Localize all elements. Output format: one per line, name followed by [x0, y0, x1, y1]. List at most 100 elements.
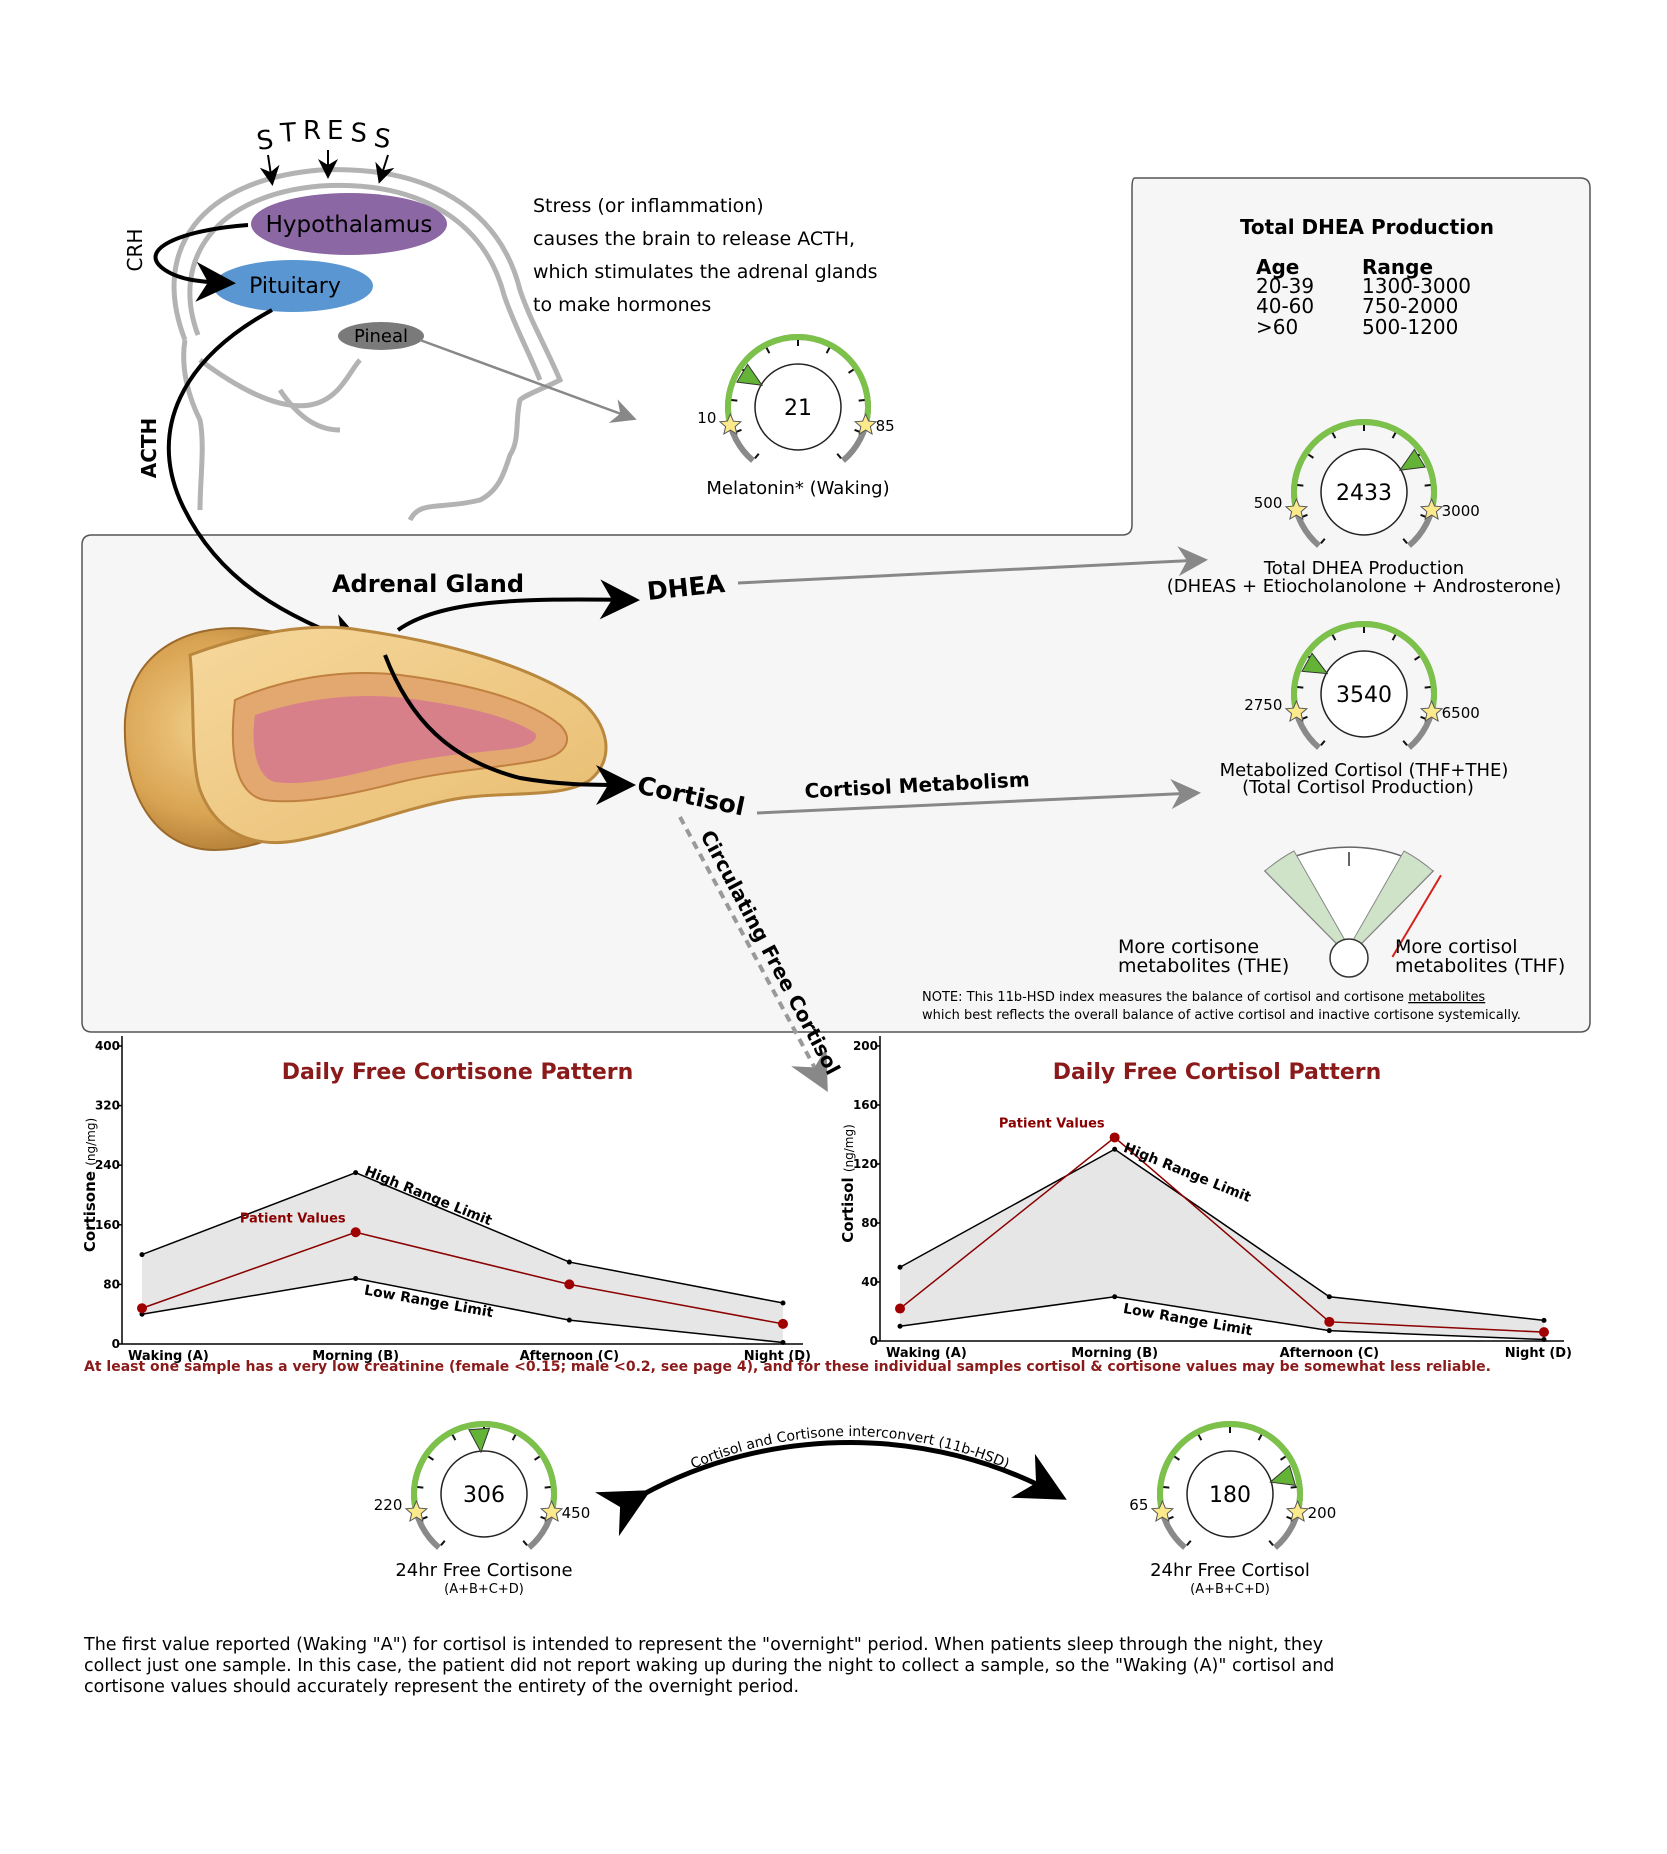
gauge-high-limit: 450	[562, 1504, 591, 1522]
patient-values-label: Patient Values	[999, 1116, 1105, 1131]
footer-line: collect just one sample. In this case, t…	[84, 1656, 1334, 1676]
high-range-point	[353, 1170, 359, 1176]
high-range-line	[141, 1171, 784, 1304]
dhea-gauge-sublabel: (DHEAS + Etiocholanolone + Androsterone)	[1167, 576, 1562, 597]
gauge-tick	[534, 1455, 541, 1461]
gauge-tick	[1402, 538, 1408, 544]
dhea-to-gauge-arrow	[737, 546, 1208, 585]
y-tick-label: 160	[95, 1218, 120, 1232]
chart-title: Daily Free Cortisone Pattern	[282, 1060, 634, 1085]
y-axis-label: Cortisol (ng/mg)	[839, 1124, 857, 1243]
gauge-tick	[451, 1434, 457, 1441]
gauge-tick	[1391, 634, 1397, 641]
gauge-tick	[1307, 453, 1314, 459]
low-range-point	[566, 1317, 572, 1323]
stress-letter: T	[278, 118, 297, 149]
age-cell: >60	[1256, 315, 1298, 339]
dhea-arrow	[396, 579, 640, 632]
low-limit-star-icon	[718, 412, 743, 436]
intro-text: Stress (or inflammation) causes the brai…	[533, 195, 878, 316]
patient-values-line	[141, 1231, 784, 1325]
x-tick-label: Morning (B)	[312, 1349, 399, 1364]
age-header: Age	[1256, 255, 1299, 279]
gauge-tick	[1290, 1486, 1297, 1489]
crh-label: CRH	[123, 229, 147, 272]
crh-arrow	[153, 223, 249, 302]
dhea-gauge-label: Total DHEA Production	[1263, 558, 1464, 579]
gauge-face	[440, 1450, 528, 1538]
hsd-left-label: More cortisone	[1118, 936, 1259, 958]
gauge-tick	[1331, 432, 1337, 439]
gauge-tick	[825, 347, 831, 354]
gauge-normal-range	[1291, 621, 1437, 713]
gauge-face	[1320, 650, 1408, 738]
gauge-tick	[731, 399, 738, 402]
y-tick-label: 160	[853, 1098, 878, 1112]
gauge-tick	[1268, 1540, 1274, 1546]
gauge-tick	[765, 347, 771, 354]
patient-value-point	[1539, 1327, 1549, 1338]
hsd-note-metabolites-link: metabolites	[1408, 990, 1485, 1005]
footer-line: The first value reported (Waking "A") fo…	[83, 1635, 1323, 1655]
footer-line: cortisone values should accurately repre…	[84, 1677, 799, 1697]
cortisone-24hr-label: 24hr Free Cortisone	[395, 1560, 572, 1581]
high-range-point	[1112, 1146, 1118, 1152]
high-range-point	[897, 1264, 903, 1270]
gauge-tick	[1320, 538, 1326, 544]
y-axis-label-text: Cortisol	[839, 1172, 857, 1243]
cortisol-metabolism-arrow	[756, 779, 1201, 815]
y-tick-label: 320	[95, 1099, 120, 1113]
low-range-point	[1541, 1337, 1547, 1343]
hsd-hub	[1329, 938, 1369, 978]
gauge-tick	[1424, 686, 1431, 689]
gauge-tick	[1280, 1455, 1287, 1461]
low-limit-star-icon	[1284, 497, 1309, 521]
high-limit-star-icon	[1419, 699, 1444, 723]
gauge-tick	[754, 453, 760, 459]
gauge-tick	[417, 1486, 424, 1489]
intro-line: to make hormones	[533, 294, 711, 316]
low-range-point	[1326, 1328, 1332, 1334]
high-limit-star-icon	[539, 1499, 564, 1523]
stress-letter: E	[327, 116, 343, 146]
gauge-normal-range	[1157, 1421, 1303, 1513]
y-axis-label: Cortisone (ng/mg)	[81, 1118, 99, 1252]
high-range-point	[780, 1300, 786, 1306]
gauge-tick	[1414, 655, 1421, 661]
metabolized-cortisol-sublabel: (Total Cortisol Production)	[1242, 777, 1474, 798]
range-header: Range	[1362, 255, 1433, 279]
chart-title: Daily Free Cortisol Pattern	[1053, 1060, 1382, 1085]
gauge-tick	[858, 399, 865, 402]
y-tick-label: 240	[95, 1158, 120, 1172]
high-range-point	[139, 1252, 145, 1258]
interconvert-text: Cortisol and Cortisone interconvert (11b…	[688, 1424, 1011, 1473]
intro-line: which stimulates the adrenal glands	[533, 261, 878, 283]
gauge-pointer	[736, 363, 764, 386]
gauge-normal-range	[411, 1421, 557, 1513]
stress-letter: S	[255, 125, 276, 157]
creatinine-warning: At least one sample has a very low creat…	[84, 1359, 1491, 1375]
dhea-table-title: Total DHEA Production	[1240, 215, 1494, 239]
low-range-point	[780, 1340, 786, 1346]
gauge-value: 3540	[1336, 683, 1392, 708]
gauge-tick	[1163, 1486, 1170, 1489]
pineal-label: Pineal	[354, 326, 408, 347]
patient-value-point	[137, 1303, 147, 1314]
high-limit-star-icon	[1419, 497, 1444, 521]
metabolized-cortisol-label: Metabolized Cortisol (THF+THE)	[1220, 760, 1509, 781]
gauge-tick	[1424, 484, 1431, 487]
low-limit-star-icon	[1150, 1499, 1175, 1523]
y-axis-label-text: Cortisone	[81, 1166, 99, 1252]
gauge-high-limit: 3000	[1442, 502, 1480, 520]
gauge-high-limit: 200	[1308, 1504, 1337, 1522]
hsd-index-meter	[1263, 846, 1442, 978]
range-cell: 1300-3000	[1362, 274, 1471, 298]
hsd-left-label: metabolites (THE)	[1118, 955, 1289, 977]
gauge-tick	[440, 1540, 446, 1546]
patient-value-point	[895, 1303, 905, 1314]
footer-paragraph: The first value reported (Waking "A") fo…	[83, 1635, 1334, 1697]
